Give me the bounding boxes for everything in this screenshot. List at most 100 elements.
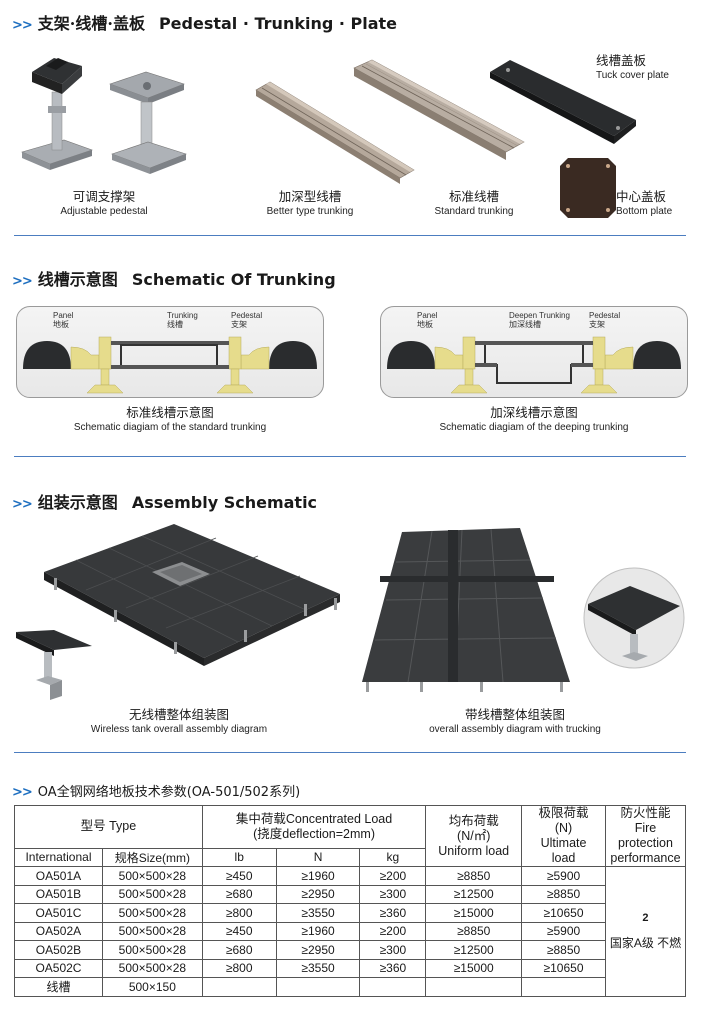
pedestal-image <box>21 58 187 174</box>
standard-trunking-caption: 标准线槽 Standard trunking <box>404 188 544 219</box>
trunking-assembly-caption-cn: 带线槽整体组装图 <box>464 707 565 722</box>
arrows-icon: >> <box>12 497 33 512</box>
deepen-schematic-caption: 加深线槽示意图 Schematic diagiam of the deeping… <box>380 404 688 435</box>
table-cell: ≥8850 <box>425 866 523 886</box>
fire-text: 国家A级 不燃 <box>609 935 682 950</box>
table-cell: ≥680 <box>201 884 277 904</box>
table-cell: ≥8850 <box>425 921 523 941</box>
pedestal-caption-en: Adjustable pedestal <box>60 206 148 217</box>
header-fire-cn: 防火性能 <box>620 806 671 820</box>
trunking-assembly-image <box>362 528 685 692</box>
table-cell: ≥200 <box>359 921 427 941</box>
deepen-schematic-caption-en: Schematic diagiam of the deeping trunkin… <box>439 422 629 433</box>
table-cell: 500×500×28 <box>101 921 203 941</box>
table-cell: ≥3550 <box>275 958 361 978</box>
table-row: 线槽 500×150 <box>14 977 686 997</box>
header-ultimate: 极限荷载 (N) Ultimate load <box>521 805 606 867</box>
better-trunking-caption-cn: 加深型线槽 <box>278 189 342 204</box>
table-cell <box>275 977 361 997</box>
table-cell: ≥12500 <box>425 884 523 904</box>
table-cell <box>521 977 606 997</box>
table-cell <box>425 977 523 997</box>
header-ultimate-unit: (N) <box>554 821 573 835</box>
header-uniform-unit: (N/㎡) <box>457 828 491 843</box>
trunking-assembly-caption-en: overall assembly diagram with trucking <box>429 724 601 735</box>
section-title-cn: 支架·线槽·盖板 <box>37 14 145 33</box>
table-cell: ≥15000 <box>425 903 523 923</box>
table-cell: ≥5900 <box>521 921 606 941</box>
cover-plate-caption-cn: 线槽盖板 <box>596 53 647 68</box>
section-divider <box>14 752 686 753</box>
wireless-assembly-image <box>16 524 340 700</box>
trunking-label-en: Trunking <box>167 311 198 320</box>
section-title-schematic: >> 线槽示意图 Schematic Of Trunking <box>12 266 336 290</box>
header-uniform-cn: 均布荷载 <box>448 813 499 828</box>
table-row: OA501C 500×500×28 ≥800 ≥3550 ≥360 ≥15000… <box>14 903 686 923</box>
header-uniform: 均布荷载 (N/㎡) Uniform load <box>425 805 523 867</box>
panel-label-en: Panel <box>53 311 74 320</box>
table-row: OA501B 500×500×28 ≥680 ≥2950 ≥300 ≥12500… <box>14 884 686 904</box>
header-lb: lb <box>201 847 277 867</box>
header-fire-en2: performance <box>610 851 681 865</box>
table-cell <box>201 977 277 997</box>
table-cell: ≥8850 <box>521 940 606 960</box>
header-load: 集中荷载Concentrated Load (挠度deflection=2mm) <box>201 805 427 849</box>
trunking-assembly-caption: 带线槽整体组装图 overall assembly diagram with t… <box>380 706 650 737</box>
section-title-cn: 线槽示意图 <box>37 270 118 289</box>
fire-rating-cell: 2 国家A级 不燃 <box>604 866 687 997</box>
section-title-en: Schematic Of Trunking <box>131 270 336 289</box>
section-title-en: Pedestal · Trunking · Plate <box>158 14 398 33</box>
table-cell: ≥15000 <box>425 958 523 978</box>
table-row: OA501A 500×500×28 ≥450 ≥1960 ≥200 ≥8850 … <box>14 866 687 997</box>
table-cell: 500×500×28 <box>101 903 203 923</box>
arrows-icon: >> <box>12 785 33 800</box>
table-cell: ≥8850 <box>521 884 606 904</box>
pedestal-label-cn: 支架 <box>589 320 605 329</box>
bottom-plate-caption-en: Bottom plate <box>616 206 673 217</box>
table-cell: 500×500×28 <box>101 866 203 886</box>
bottom-plate-image <box>560 158 616 218</box>
table-title-text: OA全钢网络地板技术参数(OA-501/502系列) <box>37 785 301 800</box>
table-row: OA502B 500×500×28 ≥680 ≥2950 ≥300 ≥12500… <box>14 940 686 960</box>
pedestal-caption-cn: 可调支撑架 <box>72 189 136 204</box>
panel-label-cn: 地板 <box>417 320 433 329</box>
bottom-plate-caption-cn: 中心盖板 <box>616 189 667 204</box>
fire-grade: 2 <box>642 911 649 924</box>
wireless-assembly-caption: 无线槽整体组装图 Wireless tank overall assembly … <box>14 706 344 737</box>
header-kg: kg <box>359 847 427 867</box>
better-trunking-caption: 加深型线槽 Better type trunking <box>240 188 380 219</box>
table-cell: OA502A <box>14 921 103 941</box>
header-ultimate-en2: load <box>551 851 576 865</box>
table-cell: OA501B <box>14 884 103 904</box>
arrows-icon: >> <box>12 18 33 33</box>
spec-table: 型号 Type 集中荷载Concentrated Load (挠度deflect… <box>14 805 687 997</box>
table-cell: ≥360 <box>359 958 427 978</box>
better-trunking-image <box>255 81 415 184</box>
table-cell: 500×500×28 <box>101 958 203 978</box>
standard-schematic-caption: 标准线槽示意图 Schematic diagiam of the standar… <box>16 404 324 435</box>
panel-label-en: Panel <box>417 311 438 320</box>
table-cell: ≥360 <box>359 903 427 923</box>
wireless-assembly-caption-en: Wireless tank overall assembly diagram <box>90 724 268 735</box>
pedestal-label-cn: 支架 <box>231 320 247 329</box>
arrows-icon: >> <box>12 274 33 289</box>
section-title-assembly: >> 组装示意图 Assembly Schematic <box>12 489 317 513</box>
standard-trunking-caption-cn: 标准线槽 <box>448 189 499 204</box>
standard-schematic-caption-en: Schematic diagiam of the standard trunki… <box>73 422 267 433</box>
standard-schematic-caption-cn: 标准线槽示意图 <box>126 405 214 420</box>
table-cell: 500×500×28 <box>101 884 203 904</box>
table-cell: ≥450 <box>201 866 277 886</box>
table-cell: ≥1960 <box>275 866 361 886</box>
table-cell: ≥10650 <box>521 903 606 923</box>
header-fire-en1: Fire protection <box>618 821 673 850</box>
table-cell: ≥200 <box>359 866 427 886</box>
header-ultimate-en1: Ultimate <box>540 836 587 850</box>
table-cell: ≥2950 <box>275 884 361 904</box>
table-cell <box>359 977 427 997</box>
standard-trunking-image <box>353 59 525 160</box>
table-cell: OA502C <box>14 958 103 978</box>
